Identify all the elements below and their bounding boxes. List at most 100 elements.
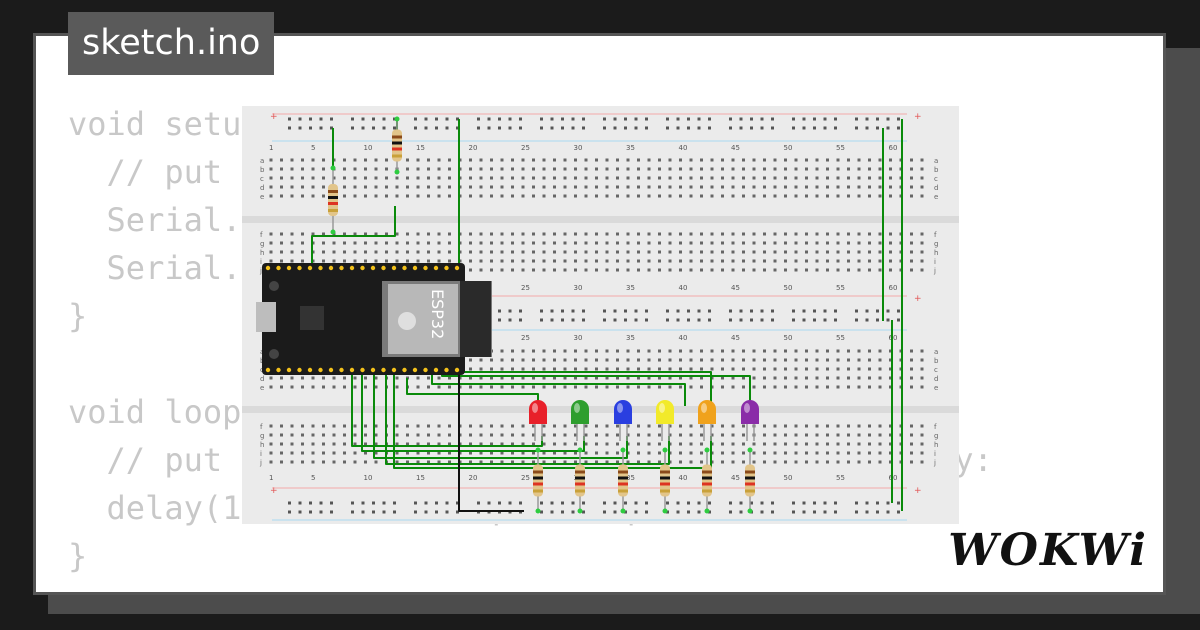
terminal-hole [584, 367, 588, 371]
terminal-hole [742, 451, 745, 455]
terminal-hole [448, 232, 451, 236]
terminal-hole [763, 424, 766, 428]
terminal-hole [395, 185, 399, 189]
rail-hole [823, 318, 827, 322]
terminal-hole [910, 176, 913, 180]
terminal-hole [721, 385, 724, 389]
rail-hole [645, 309, 648, 313]
terminal-hole [910, 433, 913, 437]
terminal-hole [773, 250, 777, 254]
terminal-hole [595, 460, 598, 464]
terminal-hole [353, 250, 357, 254]
rail-hole [613, 501, 617, 505]
rail-hole [561, 309, 564, 313]
terminal-hole [448, 376, 451, 380]
rail-hole [582, 126, 585, 130]
terminal-hole [752, 268, 756, 272]
terminal-hole [878, 185, 882, 189]
terminal-hole [374, 442, 378, 446]
terminal-hole [490, 442, 493, 446]
rail-hole [760, 126, 764, 130]
terminal-hole [805, 442, 808, 446]
terminal-hole [595, 167, 598, 171]
terminal-hole [805, 167, 808, 171]
esp32-pin [381, 367, 386, 373]
rail-hole [760, 501, 764, 505]
terminal-hole [553, 241, 556, 245]
rail-hole [550, 318, 554, 322]
terminal-hole [406, 259, 409, 263]
terminal-hole [332, 460, 336, 464]
terminal-hole [269, 250, 273, 254]
rail-hole [508, 117, 512, 121]
terminal-hole [752, 241, 756, 245]
terminal-hole [710, 367, 714, 371]
terminal-hole [658, 385, 661, 389]
row-letter: f [260, 423, 263, 431]
rail-hole [456, 510, 459, 514]
esp32-board[interactable]: ESP32 [256, 263, 492, 375]
rail-hole [288, 510, 291, 514]
row-letter: d [260, 375, 264, 383]
terminal-hole [469, 424, 472, 428]
terminal-hole [868, 376, 871, 380]
terminal-hole [752, 158, 756, 162]
terminal-hole [689, 185, 693, 189]
terminal-hole [920, 442, 924, 446]
terminal-hole [742, 259, 745, 263]
rail-hole [813, 117, 816, 121]
rail-hole [739, 117, 743, 121]
rail-hole [477, 501, 480, 505]
terminal-hole [605, 259, 609, 263]
esp32-pin [423, 265, 428, 271]
rail-hole [823, 126, 827, 130]
row-letter: f [260, 231, 263, 239]
rail-hole [582, 501, 585, 505]
terminal-hole [364, 158, 367, 162]
terminal-hole [868, 259, 871, 263]
terminal-hole [815, 167, 819, 171]
row-letter: j [259, 267, 262, 275]
terminal-hole [385, 185, 388, 189]
terminal-hole [784, 241, 787, 245]
terminal-hole [658, 367, 661, 371]
terminal-hole [763, 250, 766, 254]
terminal-hole [616, 376, 619, 380]
terminal-hole [658, 158, 661, 162]
terminal-hole [542, 250, 546, 254]
terminal-hole [616, 176, 619, 180]
file-tab[interactable]: sketch.ino [68, 12, 275, 75]
esp32-pin [328, 265, 334, 271]
terminal-hole [763, 433, 766, 437]
terminal-hole [280, 385, 283, 389]
terminal-hole [721, 460, 724, 464]
rail-hole [571, 510, 575, 514]
terminal-hole [658, 185, 661, 189]
terminal-hole [679, 451, 682, 455]
terminal-hole [605, 358, 609, 362]
terminal-hole [490, 259, 493, 263]
rail-hole [729, 117, 732, 121]
rail-hole [897, 309, 900, 313]
column-number: 30 [574, 144, 583, 152]
terminal-hole [637, 442, 640, 446]
terminal-hole [500, 250, 504, 254]
terminal-hole [395, 451, 399, 455]
terminal-hole [479, 194, 483, 198]
terminal-hole [595, 158, 598, 162]
terminal-hole [584, 424, 588, 428]
terminal-hole [490, 250, 493, 254]
terminal-hole [584, 232, 588, 236]
terminal-hole [490, 433, 493, 437]
terminal-hole [742, 167, 745, 171]
terminal-hole [868, 185, 871, 189]
terminal-hole [889, 176, 892, 180]
rail-hole [487, 126, 491, 130]
terminal-hole [532, 376, 535, 380]
rail-hole [498, 309, 501, 313]
terminal-hole [301, 451, 304, 455]
terminal-hole [784, 460, 787, 464]
esp32-pin [454, 265, 460, 271]
terminal-hole [500, 232, 504, 236]
terminal-hole [784, 232, 787, 236]
